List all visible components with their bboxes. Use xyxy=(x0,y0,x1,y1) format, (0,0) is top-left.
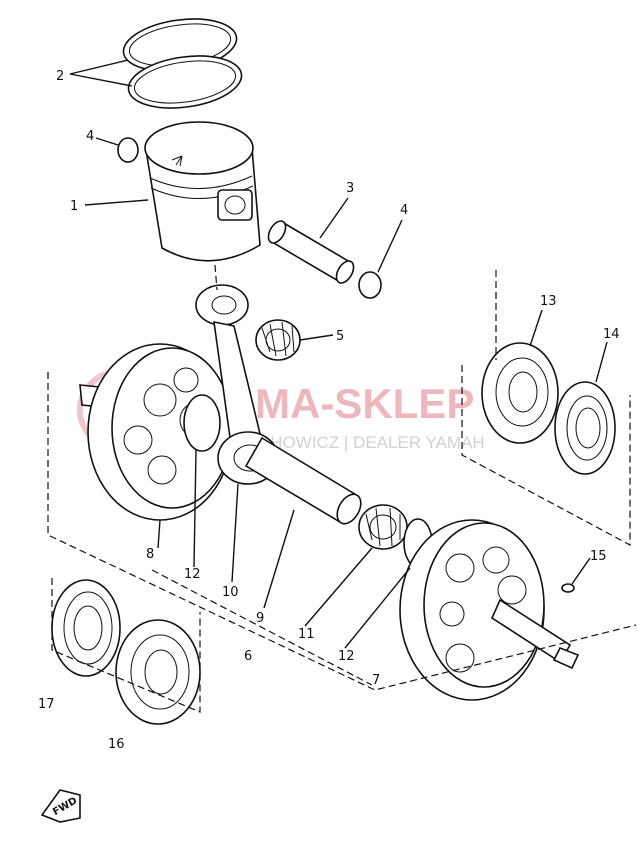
oil-seal-left xyxy=(51,579,121,677)
callout-15: 15 xyxy=(590,549,607,564)
main-bearing-left xyxy=(115,619,201,725)
callout-11: 11 xyxy=(298,627,315,642)
crank-wheel-right xyxy=(399,519,580,701)
piston-pin xyxy=(267,220,355,284)
piston-rings xyxy=(122,18,243,109)
watermark-brand: MA-SKLEP xyxy=(255,380,474,427)
fwd-marker: FWD xyxy=(40,789,81,823)
oil-seal-right xyxy=(554,381,616,475)
callout-10: 10 xyxy=(222,585,239,600)
callout-14: 14 xyxy=(603,327,620,342)
watermark-tagline: CHOWICZ | DEALER YAMAH xyxy=(258,433,485,452)
callout-7: 7 xyxy=(372,673,380,688)
piston-pin-clip-left xyxy=(117,137,139,163)
piston-pin-clip-right xyxy=(358,271,382,299)
callout-6: 6 xyxy=(244,649,252,664)
callout-17: 17 xyxy=(38,697,55,712)
thrust-washer-left xyxy=(183,394,221,452)
crank-pin xyxy=(244,436,362,525)
watermark: MA-SKLEP CHOWICZ | DEALER YAMAH xyxy=(77,369,485,452)
callout-2: 2 xyxy=(56,69,64,84)
callouts: 1 2 3 4 4 5 6 7 8 9 10 11 12 12 13 14 15… xyxy=(38,69,620,752)
callout-3: 3 xyxy=(346,181,354,196)
big-end-bearing xyxy=(358,504,408,550)
callout-9: 9 xyxy=(256,611,264,626)
callout-4-right: 4 xyxy=(400,203,408,218)
callout-16: 16 xyxy=(108,737,125,752)
main-bearing-right xyxy=(481,342,559,444)
callout-1: 1 xyxy=(70,199,78,214)
callout-4-left: 4 xyxy=(86,129,94,144)
piston xyxy=(144,121,261,262)
callout-12-left: 12 xyxy=(184,567,201,582)
assembly-bracket-lines xyxy=(47,264,637,713)
callout-12-right: 12 xyxy=(338,649,355,664)
callout-5: 5 xyxy=(336,329,344,344)
callout-13: 13 xyxy=(540,294,557,309)
woodruff-key xyxy=(561,583,575,593)
small-end-bearing xyxy=(255,319,301,361)
fwd-arrow-icon xyxy=(40,789,81,823)
leader-lines xyxy=(69,59,608,649)
callout-8: 8 xyxy=(146,547,154,562)
